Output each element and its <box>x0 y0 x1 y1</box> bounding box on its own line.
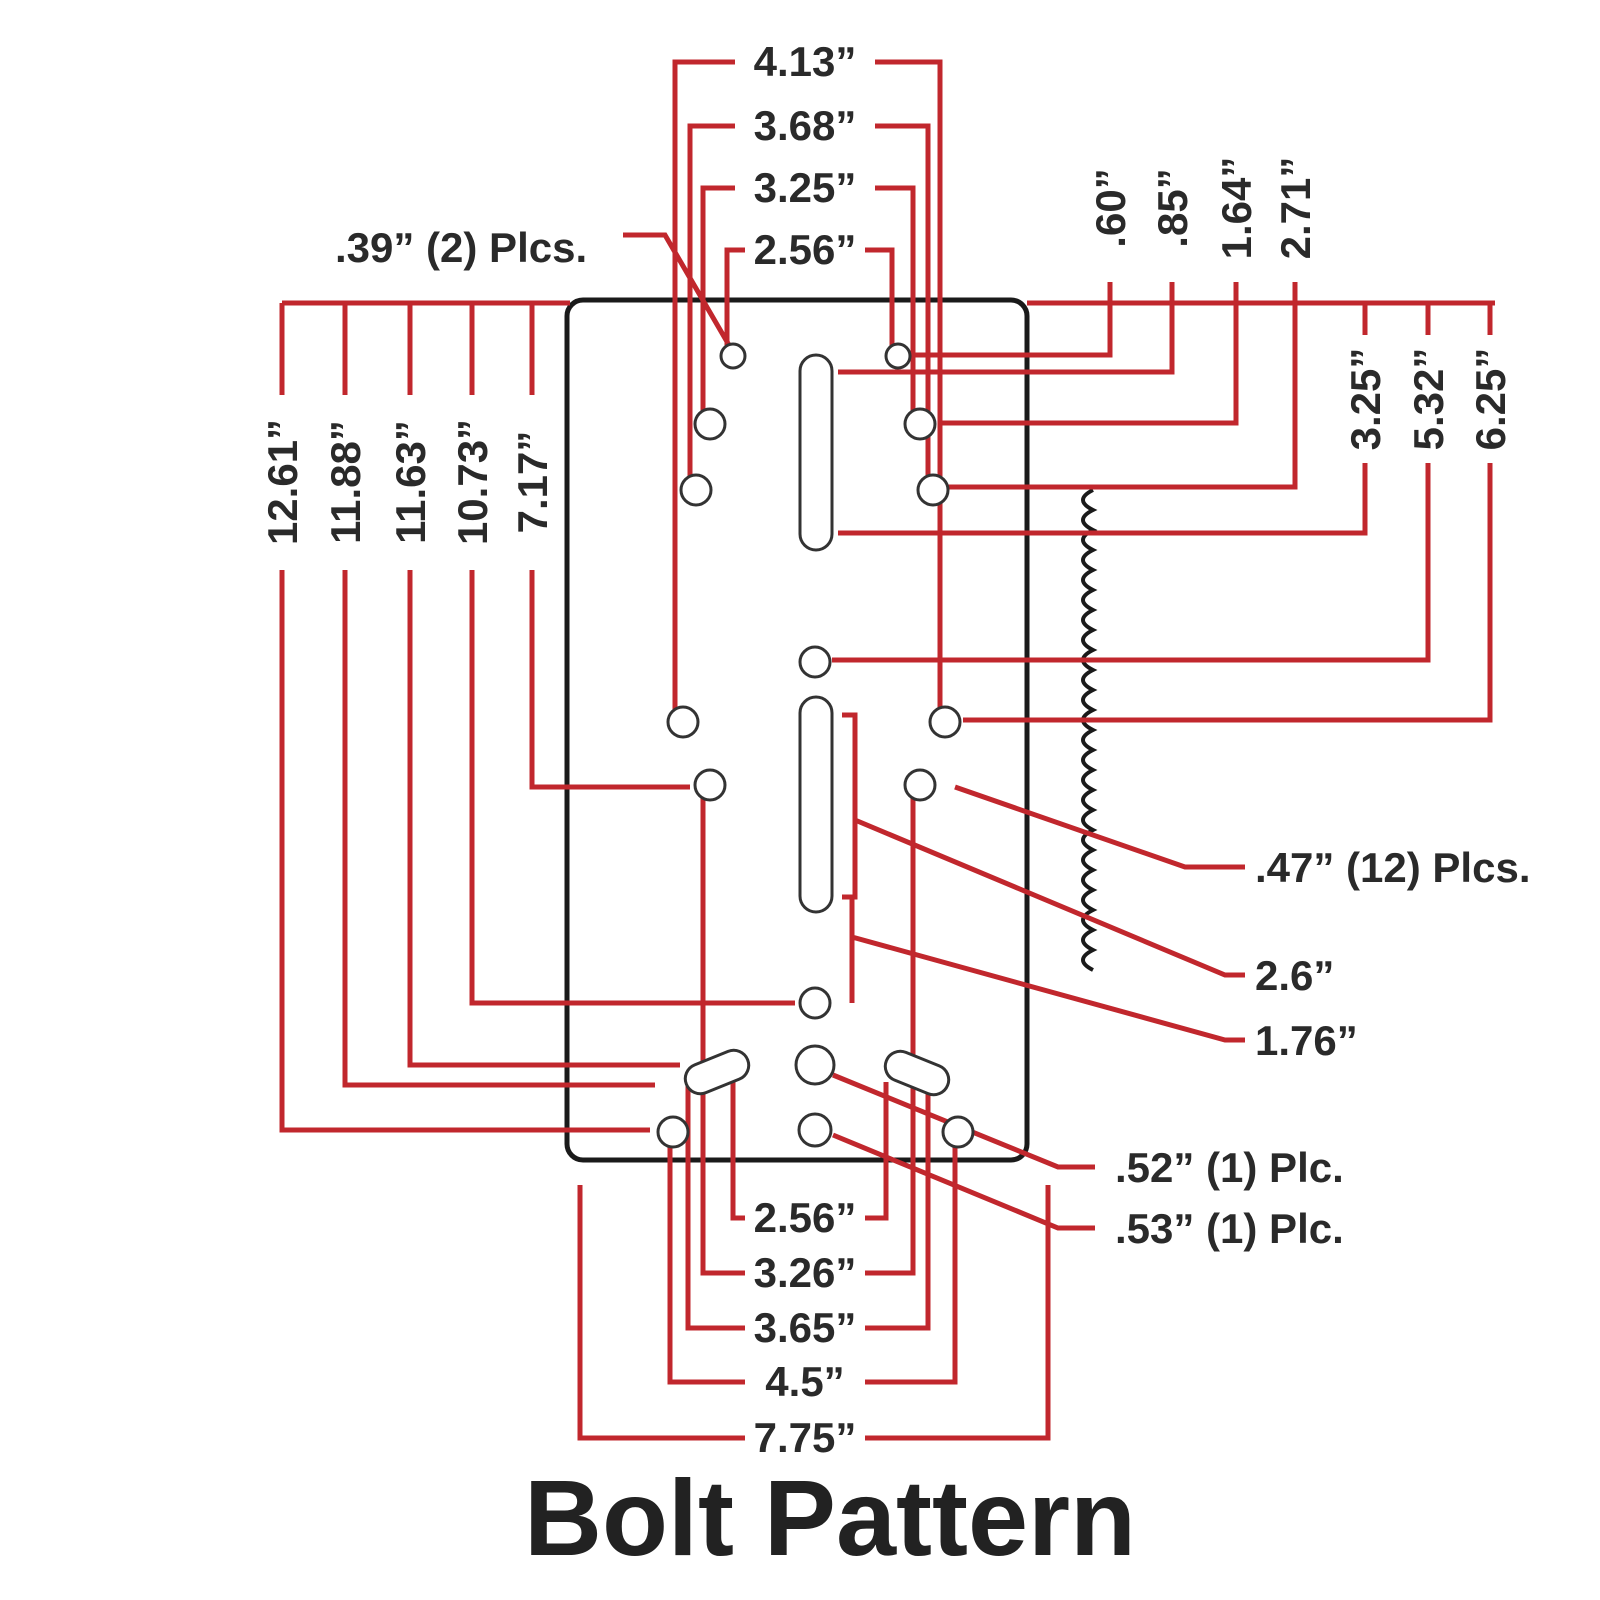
dim-label-60: .60” <box>1087 168 1134 247</box>
dim-line-7-75 <box>577 1185 1051 1441</box>
dim-line-3-68 <box>687 123 931 485</box>
dim-line-2-71 <box>948 282 1298 490</box>
dim-line-11-88 <box>342 303 655 1088</box>
hole <box>666 705 700 739</box>
callout-holes: .47” (12) Plcs. <box>1255 844 1530 891</box>
dim-label-10-73: 10.73” <box>449 419 496 545</box>
spring-coil <box>1081 488 1098 972</box>
dim-line-10-73 <box>469 303 795 1006</box>
dim-label-4-13: 4.13” <box>754 38 857 85</box>
dim-line-2-56-top <box>724 247 895 352</box>
dim-label-11-88: 11.88” <box>322 420 369 544</box>
top-width-labels: 4.13” 3.68” 3.25” 2.56” <box>754 38 857 273</box>
dim-label-7-17: 7.17” <box>509 431 556 534</box>
dim-label-4-5: 4.5” <box>765 1358 844 1405</box>
dim-line-2-6-slot <box>842 712 1245 978</box>
hole <box>693 768 727 802</box>
dim-line-11-63 <box>407 303 680 1068</box>
dim-label-85: .85” <box>1149 168 1196 247</box>
bottom-width-labels: 2.56” 3.26” 3.65” 4.5” 7.75” <box>754 1194 857 1461</box>
callout-small-holes: .39” (2) Plcs. <box>335 224 587 271</box>
top-right-offset-labels: .60” .85” 1.64” 2.71” <box>1087 157 1319 260</box>
dim-label-3-68: 3.68” <box>754 102 857 149</box>
hole <box>903 407 937 441</box>
slot-lower <box>798 695 834 914</box>
hole <box>679 473 713 507</box>
diagram-title: Bolt Pattern <box>524 1457 1136 1578</box>
dim-label-3-25: 3.25” <box>754 164 857 211</box>
dim-line-1-76-slot <box>849 897 1245 1043</box>
callout-hole-52: .52” (1) Plc. <box>1115 1144 1344 1191</box>
hole-53 <box>797 1112 833 1148</box>
leader-47 <box>954 784 1245 870</box>
hole-small <box>719 342 747 370</box>
dim-line-3-65 <box>685 1075 931 1331</box>
leader-39 <box>623 232 736 354</box>
slot-bottom-right <box>883 1049 951 1097</box>
hole <box>693 407 727 441</box>
hole-small <box>884 342 912 370</box>
dim-label-3-26: 3.26” <box>754 1249 857 1296</box>
dim-label-12-61: 12.61” <box>259 419 306 545</box>
dim-label-3-25-right: 3.25” <box>1342 348 1389 451</box>
leader-53 <box>832 1132 1095 1231</box>
holes <box>656 342 975 1149</box>
left-height-labels: 12.61” 11.88” 11.63” 10.73” 7.17” <box>259 419 556 545</box>
slot-bottom-left <box>683 1048 751 1096</box>
callout-hole-53: .53” (1) Plc. <box>1115 1205 1344 1252</box>
dim-label-5-32: 5.32” <box>1405 348 1452 451</box>
callout-slot-1-76: 1.76” <box>1255 1017 1358 1064</box>
hole <box>798 645 832 679</box>
dim-line-1-64 <box>940 282 1239 426</box>
right-offset-labels: 3.25” 5.32” 6.25” <box>1342 348 1514 451</box>
dim-label-6-25: 6.25” <box>1467 348 1514 451</box>
dim-line-2-56-bottom <box>730 1082 889 1221</box>
dim-line-3-26 <box>700 780 916 1276</box>
hole-52 <box>794 1044 836 1086</box>
dim-label-2-71: 2.71” <box>1272 157 1319 260</box>
dim-line-85 <box>838 282 1175 375</box>
dim-line-3-25 <box>700 185 916 420</box>
dim-label-1-64: 1.64” <box>1213 157 1260 260</box>
dim-line-7-17 <box>529 303 690 790</box>
slot-upper <box>798 353 834 552</box>
dim-line-6-25 <box>963 303 1493 723</box>
dim-line-5-32 <box>832 303 1431 663</box>
dim-label-2-56-top: 2.56” <box>754 226 857 273</box>
hole <box>656 1115 690 1149</box>
dim-line-4-5 <box>667 1145 958 1385</box>
hole <box>916 473 950 507</box>
callout-slot-2-6: 2.6” <box>1255 952 1334 999</box>
dim-label-3-65: 3.65” <box>754 1304 857 1351</box>
dim-label-2-56-bottom: 2.56” <box>754 1194 857 1241</box>
dim-label-7-75: 7.75” <box>754 1414 857 1461</box>
hole <box>798 986 832 1020</box>
hole <box>928 705 962 739</box>
callout-labels: .39” (2) Plcs. .47” (12) Plcs. 2.6” 1.76… <box>335 224 1530 1252</box>
dim-line-60 <box>895 282 1113 358</box>
hole <box>941 1115 975 1149</box>
hole <box>903 768 937 802</box>
dim-line-12-61 <box>279 303 650 1133</box>
dim-label-11-63: 11.63” <box>387 420 434 544</box>
dim-line-3-25-right <box>838 303 1368 536</box>
leader-52 <box>832 1072 1095 1170</box>
dimension-lines <box>279 59 1495 1441</box>
